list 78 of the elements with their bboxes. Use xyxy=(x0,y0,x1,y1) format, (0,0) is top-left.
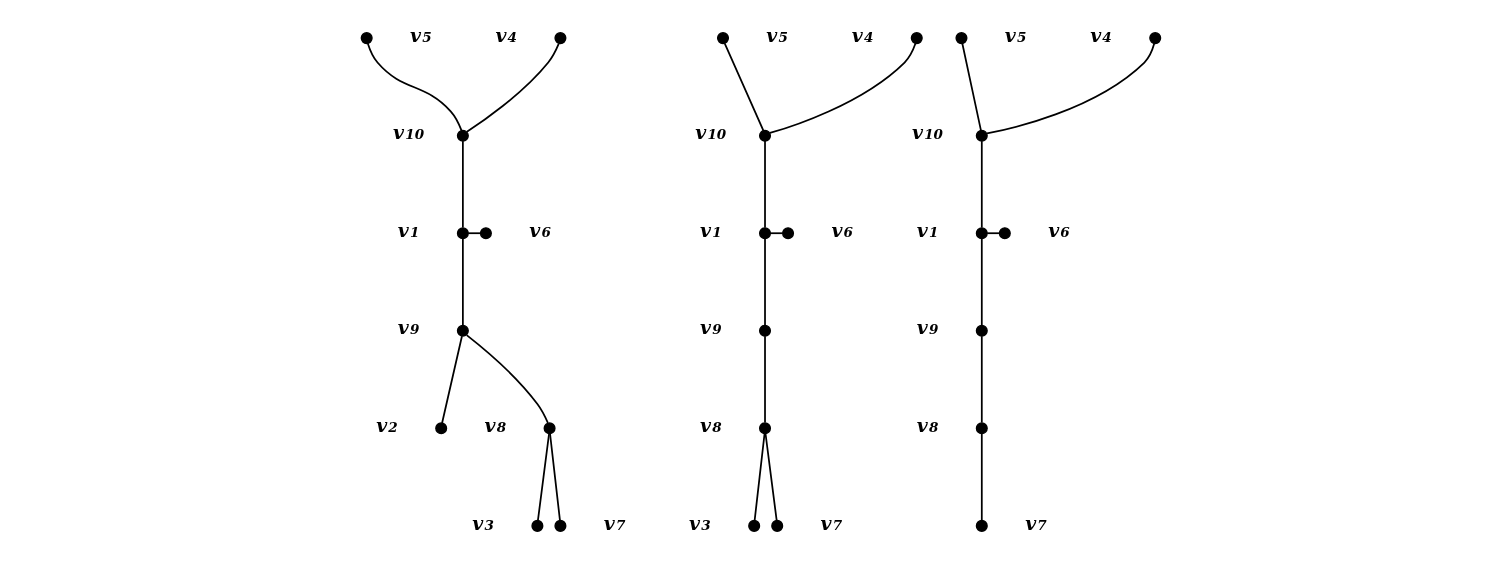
connector xyxy=(763,140,766,229)
node-label: v3 xyxy=(688,511,711,534)
node-circle xyxy=(360,32,373,45)
node-circle xyxy=(530,519,543,532)
connector xyxy=(753,432,765,521)
node-circle xyxy=(975,129,988,142)
node-circle xyxy=(758,324,771,337)
node-label: v1 xyxy=(397,218,419,241)
node-circle xyxy=(758,227,771,240)
connector xyxy=(763,237,766,326)
node-label: v6 xyxy=(830,218,853,241)
connector xyxy=(980,237,983,326)
connector xyxy=(960,42,982,132)
node-circle xyxy=(975,519,988,532)
node-label: v6 xyxy=(528,218,551,241)
connector xyxy=(548,432,561,521)
node-label: v2 xyxy=(375,413,398,436)
node-label: v1 xyxy=(699,218,722,241)
node-circle xyxy=(553,32,566,45)
node-label: v8 xyxy=(916,413,938,436)
connector xyxy=(536,432,550,521)
connector xyxy=(985,232,1000,235)
node-label: v7 xyxy=(1024,511,1047,534)
node-circle xyxy=(456,129,469,142)
node-circle xyxy=(543,422,556,435)
node-label: v6 xyxy=(1047,218,1070,241)
node-circle xyxy=(716,32,729,45)
connector xyxy=(980,140,983,229)
connector xyxy=(763,335,766,424)
node-label: v10 xyxy=(694,121,726,144)
connector xyxy=(764,432,777,521)
connector xyxy=(985,42,1155,135)
node-circle xyxy=(456,227,469,240)
connector xyxy=(461,140,464,229)
connector xyxy=(769,232,783,235)
node-label: v4 xyxy=(494,23,517,46)
node-label: v8 xyxy=(699,413,722,436)
node-label: v8 xyxy=(484,413,506,436)
node-circle xyxy=(781,227,794,240)
node-circle xyxy=(998,227,1011,240)
node-label: v4 xyxy=(1089,23,1112,46)
node-circle xyxy=(758,129,771,142)
node-circle xyxy=(456,324,469,337)
connector xyxy=(466,232,481,235)
node-label: v1 xyxy=(916,218,938,241)
connector xyxy=(440,335,463,424)
node-label: v9 xyxy=(397,316,419,339)
connector xyxy=(366,42,462,132)
node-circle xyxy=(1148,32,1161,45)
node-label: v10 xyxy=(911,121,943,144)
node-label: v5 xyxy=(1004,23,1026,46)
node-label: v9 xyxy=(699,316,722,339)
node-circle xyxy=(975,227,988,240)
connector xyxy=(723,42,764,132)
node-label: v7 xyxy=(820,511,842,534)
node-circle xyxy=(553,519,566,532)
node-label: v4 xyxy=(851,23,873,46)
connector xyxy=(980,335,983,424)
node-label: v7 xyxy=(603,511,625,534)
connector xyxy=(465,42,560,133)
node-label: v3 xyxy=(471,511,494,534)
node-label: v10 xyxy=(392,121,424,144)
connector xyxy=(465,334,549,424)
connector xyxy=(461,237,464,326)
node-circle xyxy=(434,422,447,435)
node-label: v5 xyxy=(409,23,432,46)
connector xyxy=(768,42,916,134)
node-circle xyxy=(954,32,967,45)
node-circle xyxy=(770,519,783,532)
node-circle xyxy=(910,32,923,45)
node-label: v5 xyxy=(765,23,788,46)
node-circle xyxy=(479,227,492,240)
node-circle xyxy=(747,519,760,532)
node-circle xyxy=(975,324,988,337)
node-circle xyxy=(758,422,771,435)
node-circle xyxy=(975,422,988,435)
connector xyxy=(980,432,983,521)
node-label: v9 xyxy=(916,316,938,339)
